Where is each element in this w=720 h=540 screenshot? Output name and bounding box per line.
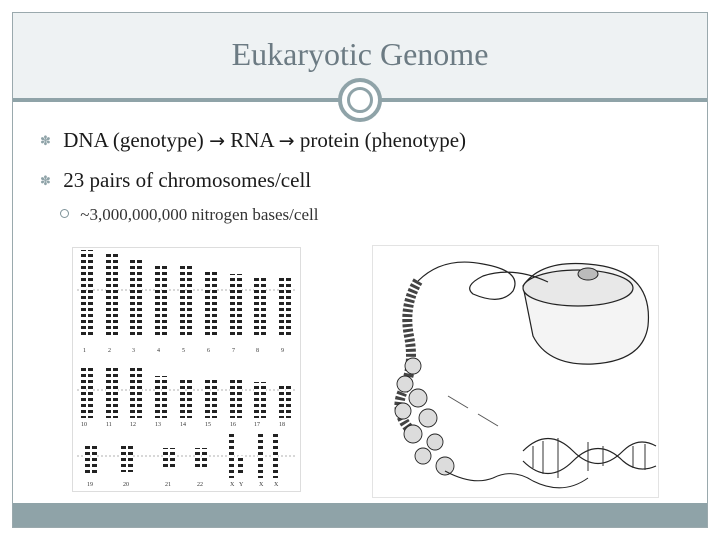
sub-bullet-nitrogen-bases: ~3,000,000,000 nitrogen bases/cell bbox=[60, 205, 318, 225]
dna-packaging-illustration bbox=[372, 245, 659, 498]
karyotype-label: 5 bbox=[182, 348, 185, 354]
footer-band bbox=[13, 503, 707, 527]
karyotype-label: 13 bbox=[155, 422, 161, 428]
sub-bullet-icon bbox=[60, 209, 69, 218]
karyotype-image: 1 2 3 4 5 6 7 8 9 10 11 12 13 14 15 16 1… bbox=[72, 247, 301, 492]
karyotype-label: 21 bbox=[165, 482, 171, 488]
karyotype-label: 11 bbox=[106, 422, 112, 428]
karyotype-label: 7 bbox=[232, 348, 235, 354]
karyotype-label: 2 bbox=[108, 348, 111, 354]
karyotype-label: 18 bbox=[279, 422, 285, 428]
arrow-icon: → bbox=[209, 130, 225, 152]
karyotype-label: 19 bbox=[87, 482, 93, 488]
karyotype-label: 17 bbox=[254, 422, 260, 428]
karyotype-label: 6 bbox=[207, 348, 210, 354]
karyotype-label: 12 bbox=[130, 422, 136, 428]
karyotype-label: 8 bbox=[256, 348, 259, 354]
karyotype-label: 1 bbox=[83, 348, 86, 354]
bullet-chromosomes: ✽ 23 pairs of chromosomes/cell bbox=[40, 168, 311, 193]
karyotype-label: 4 bbox=[157, 348, 160, 354]
karyotype-label: 3 bbox=[132, 348, 135, 354]
sub-bullet-text: ~3,000,000,000 nitrogen bases/cell bbox=[80, 205, 319, 224]
bullet-text-dna: DNA (genotype) bbox=[63, 128, 210, 152]
bullet-icon: ✽ bbox=[40, 173, 51, 188]
karyotype-label: 22 bbox=[197, 482, 203, 488]
dna-drawing bbox=[394, 261, 657, 489]
karyotype-label: 15 bbox=[205, 422, 211, 428]
karyotype-label: X bbox=[274, 482, 279, 488]
karyotype-label: X bbox=[259, 482, 264, 488]
karyotype-label: 10 bbox=[81, 422, 87, 428]
divider-ring-ornament bbox=[338, 78, 382, 122]
arrow-icon: → bbox=[278, 130, 295, 152]
bullet-text-chromosomes: 23 pairs of chromosomes/cell bbox=[63, 168, 312, 192]
karyotype-label: Y bbox=[239, 482, 244, 488]
bullet-text-rna: RNA bbox=[224, 128, 279, 152]
slide-title: Eukaryotic Genome bbox=[231, 36, 489, 72]
karyotype-label: 14 bbox=[180, 422, 186, 428]
karyotype-drawing: 1 2 3 4 5 6 7 8 9 10 11 12 13 14 15 16 1… bbox=[77, 250, 296, 488]
bullet-text-protein: protein (phenotype) bbox=[294, 128, 467, 152]
karyotype-label: 16 bbox=[230, 422, 236, 428]
karyotype-label: X bbox=[230, 482, 235, 488]
bullet-dna-rna-protein: ✽ DNA (genotype) → RNA → protein (phenot… bbox=[40, 128, 466, 153]
bullet-icon: ✽ bbox=[40, 133, 51, 148]
karyotype-label: 9 bbox=[281, 348, 284, 354]
karyotype-label: 20 bbox=[123, 482, 129, 488]
